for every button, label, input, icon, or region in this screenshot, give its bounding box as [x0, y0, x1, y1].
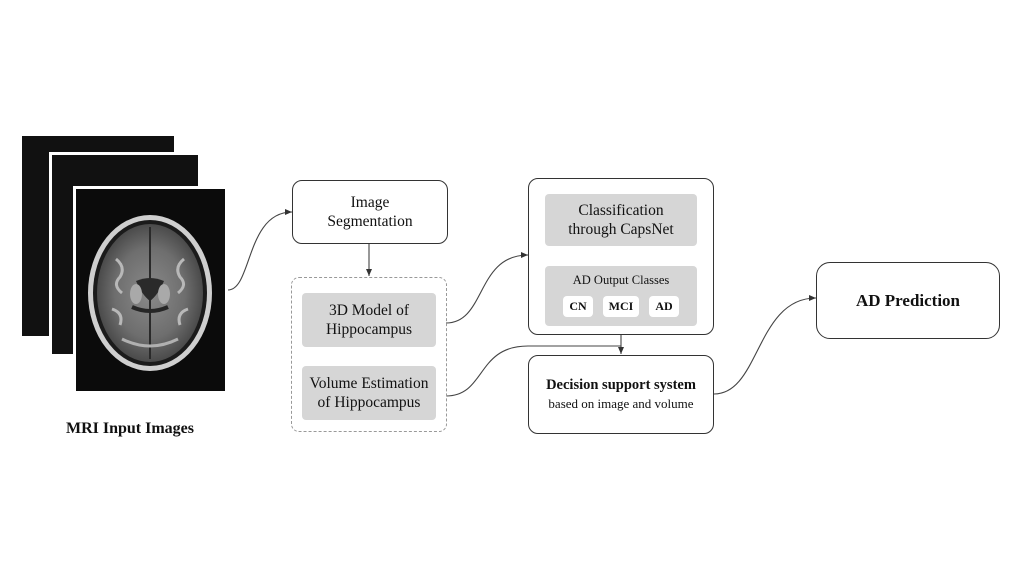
ad-prediction-box: AD Prediction [816, 262, 1000, 339]
image-segmentation-box: Image Segmentation [292, 180, 448, 244]
class-pill-cn: CN [563, 296, 593, 317]
model3d-box: 3D Model of Hippocampus [302, 293, 436, 347]
decision-support-box: Decision support system based on image a… [528, 355, 714, 434]
ad-prediction-label: AD Prediction [855, 290, 961, 310]
classification-line2: through CapsNet [568, 221, 674, 238]
decision-subtitle: based on image and volume [548, 396, 694, 411]
arrow-mri-to-segmentation [227, 209, 293, 291]
volume-estimation-box: Volume Estimation of Hippocampus [302, 366, 436, 420]
segmentation-line1: Image [350, 194, 390, 211]
model3d-line2: Hippocampus [325, 321, 413, 338]
model3d-line1: 3D Model of [328, 302, 410, 319]
brain-scan-image [88, 215, 212, 371]
volume-line2: of Hippocampus [317, 394, 421, 411]
segmentation-line2: Segmentation [327, 213, 413, 230]
arrow-decision-to-prediction [713, 295, 817, 395]
ad-output-classes-box: AD Output Classes CN MCI AD [545, 266, 697, 326]
classification-box: Classification through CapsNet [545, 194, 697, 246]
class-pill-ad: AD [649, 296, 679, 317]
class-pill-mci: MCI [602, 296, 640, 317]
mri-card-front [73, 186, 228, 394]
arrow-volume-to-decision [445, 345, 621, 397]
classification-line1: Classification [578, 202, 664, 219]
ad-output-class-list: CN MCI AD [560, 296, 681, 317]
decision-title: Decision support system [546, 377, 696, 393]
hippocampus-analysis-group [291, 277, 447, 432]
volume-line1: Volume Estimation [309, 375, 429, 392]
mri-caption: MRI Input Images [65, 419, 194, 437]
ad-output-title: AD Output Classes [572, 273, 670, 287]
arrow-model3d-to-classifier [445, 252, 529, 324]
